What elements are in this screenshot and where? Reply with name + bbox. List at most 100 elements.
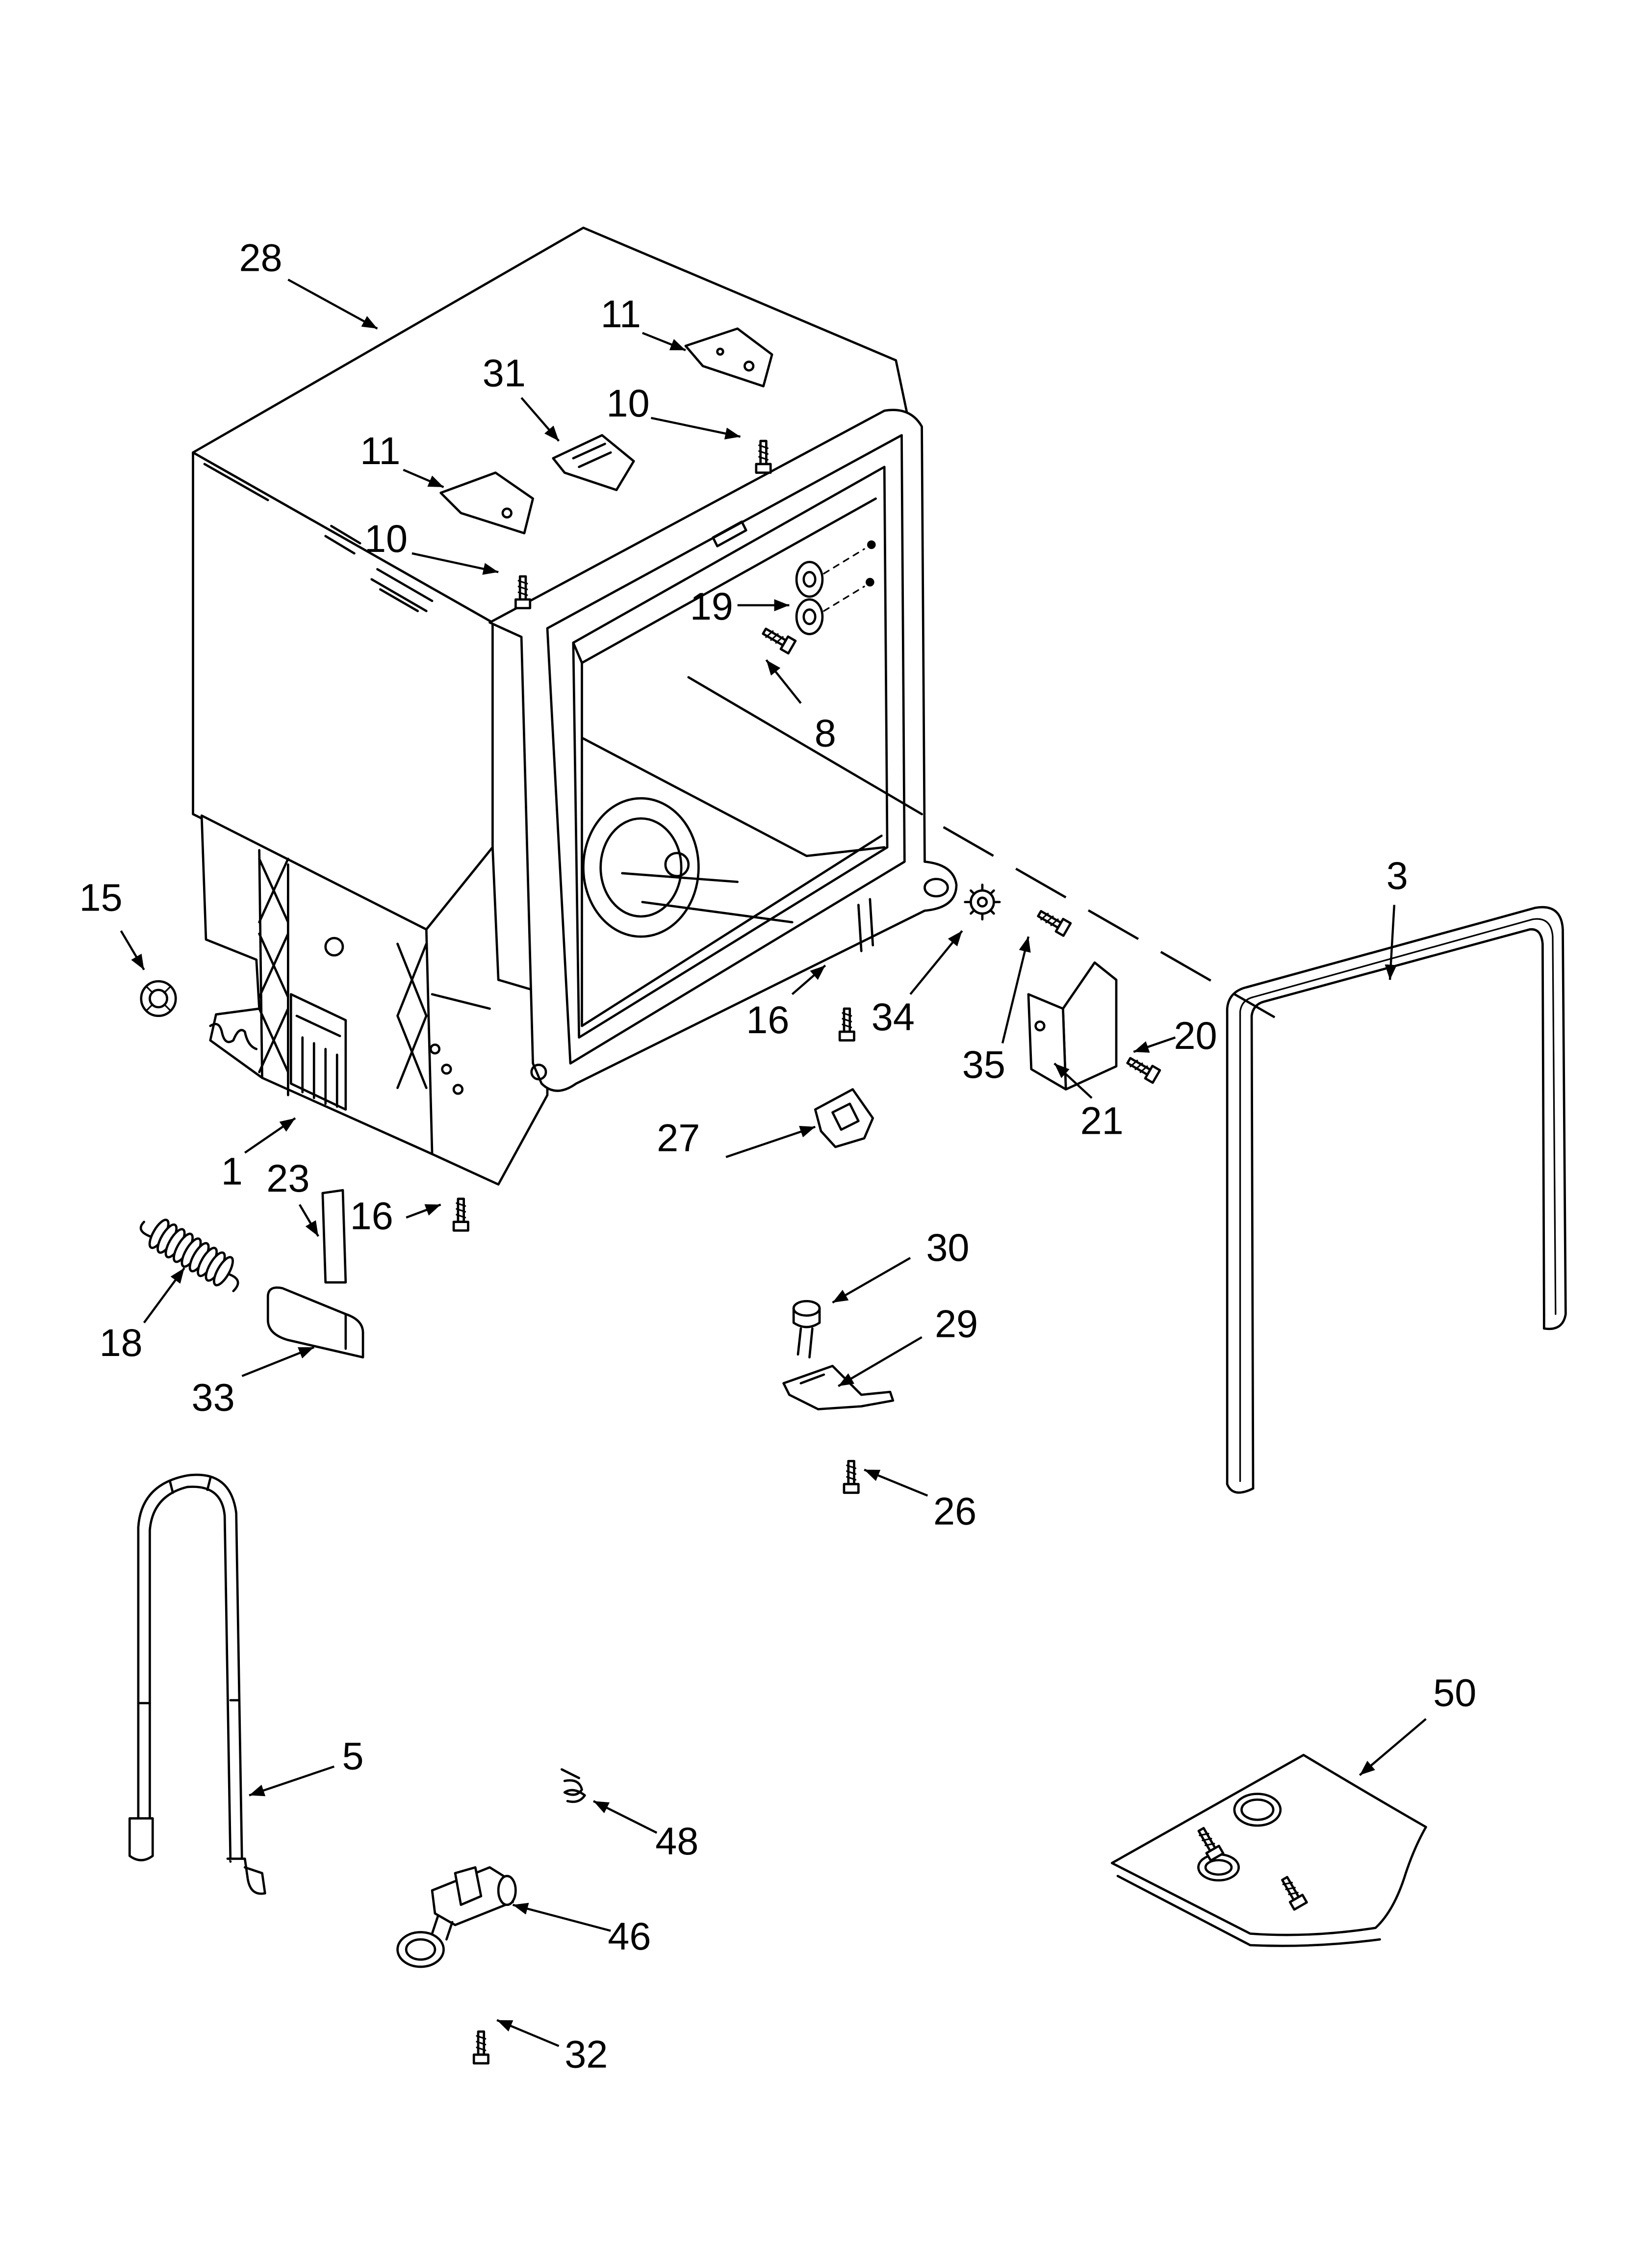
tub-frame-hole <box>530 1064 547 1081</box>
part-spring <box>139 1219 239 1292</box>
gasket-inner-edge <box>1250 928 1545 1490</box>
callout-11-lower: 11 <box>360 429 400 472</box>
hose-inner <box>149 1486 232 1863</box>
tub-base-dots <box>429 1043 464 1095</box>
part-nut <box>140 980 177 1017</box>
bag-ring-outer <box>1233 1793 1282 1827</box>
callout-35: 35 <box>962 1043 1005 1086</box>
callout-3: 3 <box>1386 854 1408 897</box>
nut-outer <box>140 980 177 1017</box>
callout-10-upper: 10 <box>606 381 649 425</box>
callout-11-upper: 11 <box>601 292 641 336</box>
part-hardware-bag <box>1110 1753 1427 1947</box>
valve-clamp <box>454 1866 483 1906</box>
tub-base-ribs <box>258 849 491 1154</box>
leader-18 <box>143 1267 185 1324</box>
callout-27: 27 <box>657 1116 700 1160</box>
bag-seam <box>1116 1875 1381 1947</box>
leader-11-lower <box>403 469 444 488</box>
callout-16-upper: 16 <box>746 998 789 1042</box>
pad-body <box>552 434 635 492</box>
tub-interior-edges <box>572 497 886 1027</box>
callout-48: 48 <box>655 1819 698 1863</box>
leader-20 <box>1133 1036 1176 1053</box>
part-rollers <box>795 540 876 635</box>
spring-coil <box>213 1256 234 1287</box>
base-dot <box>441 1064 452 1075</box>
tub-side-markings <box>203 463 434 612</box>
base-dot <box>452 1084 464 1095</box>
callout-32: 32 <box>564 2033 608 2076</box>
roller-mount-hole <box>866 577 874 587</box>
gasket-outer-edge <box>1226 906 1567 1486</box>
star-washer-teeth <box>964 884 1001 921</box>
leader-15 <box>120 930 145 970</box>
leader-16-upper <box>791 965 826 995</box>
callout-23: 23 <box>266 1156 309 1200</box>
valve-neck <box>431 1915 454 1941</box>
part-strip <box>321 1189 347 1284</box>
part-valve-screw <box>474 2032 488 2063</box>
callout-29: 29 <box>935 1302 978 1346</box>
bag-ring-inner <box>1240 1798 1275 1821</box>
callout-16-lower: 16 <box>350 1194 393 1237</box>
callout-33: 33 <box>192 1375 235 1419</box>
leader-46 <box>512 1903 611 1932</box>
extension-line-solid <box>687 676 923 815</box>
tub-sump-outer <box>582 797 700 938</box>
thermostat-cap <box>792 1300 821 1317</box>
callout-15: 15 <box>79 875 122 919</box>
part-block <box>266 1286 364 1359</box>
callout-46: 46 <box>608 1914 651 1958</box>
part-mounting-bracket <box>1027 961 1118 1091</box>
callout-8: 8 <box>815 711 836 755</box>
leader-16-lower <box>406 1203 441 1219</box>
leader-1 <box>244 1117 296 1154</box>
leader-34 <box>909 930 963 995</box>
roller-wheel <box>795 561 824 598</box>
leader-29 <box>838 1336 923 1387</box>
leader-10-lower <box>411 552 499 575</box>
callout-5: 5 <box>342 1734 363 1778</box>
part-spring-clip <box>561 1768 586 1803</box>
tub-base-grille <box>289 993 347 1111</box>
star-washer-hole <box>976 896 988 908</box>
valve-outlet <box>497 1875 517 1906</box>
tub-frame-feet <box>857 898 874 952</box>
pad-slot <box>572 443 612 469</box>
mounting-bracket-front <box>1027 993 1067 1091</box>
part-thermostat <box>792 1300 821 1359</box>
roller-hub <box>802 571 817 588</box>
nut-inner <box>149 989 169 1009</box>
part-pad <box>552 434 635 492</box>
thermostat-bracket-body <box>782 1364 895 1410</box>
tub-base-hole <box>324 937 344 957</box>
bag-clamp-inner <box>1204 1859 1233 1876</box>
hose-elbow-fitting <box>226 1857 266 1895</box>
part-hinge-bracket-lower <box>439 471 534 535</box>
hinge-bracket-body <box>439 471 534 535</box>
part-hose <box>128 1473 266 1895</box>
roller-hub <box>802 608 817 626</box>
callout-20: 20 <box>1174 1014 1217 1057</box>
block-body <box>266 1286 364 1359</box>
mounting-bracket-side <box>1062 961 1118 1091</box>
part-leveling-leg-upper <box>840 1009 854 1041</box>
leader-50 <box>1359 1718 1427 1776</box>
leader-23 <box>298 1204 319 1237</box>
tub-sump-hub <box>664 852 690 878</box>
tub-frame-inner-edge <box>546 434 906 1065</box>
strip-body <box>321 1189 347 1284</box>
tub-frame-bump <box>924 878 949 898</box>
callout-34: 34 <box>872 995 915 1039</box>
leader-3 <box>1385 905 1397 980</box>
callout-labels: 28 11 31 10 11 10 19 8 3 15 16 34 20 35 … <box>79 235 1476 2076</box>
leader-5 <box>249 1765 335 1797</box>
part-hinge-bracket-upper <box>684 327 773 388</box>
callout-1: 1 <box>221 1149 243 1193</box>
hinge-bracket-hole <box>743 361 755 372</box>
extension-line-dashed <box>943 826 1276 1018</box>
leader-arrows <box>120 279 1427 2047</box>
callout-26: 26 <box>933 1489 976 1533</box>
tub-spray-arm <box>621 872 794 924</box>
